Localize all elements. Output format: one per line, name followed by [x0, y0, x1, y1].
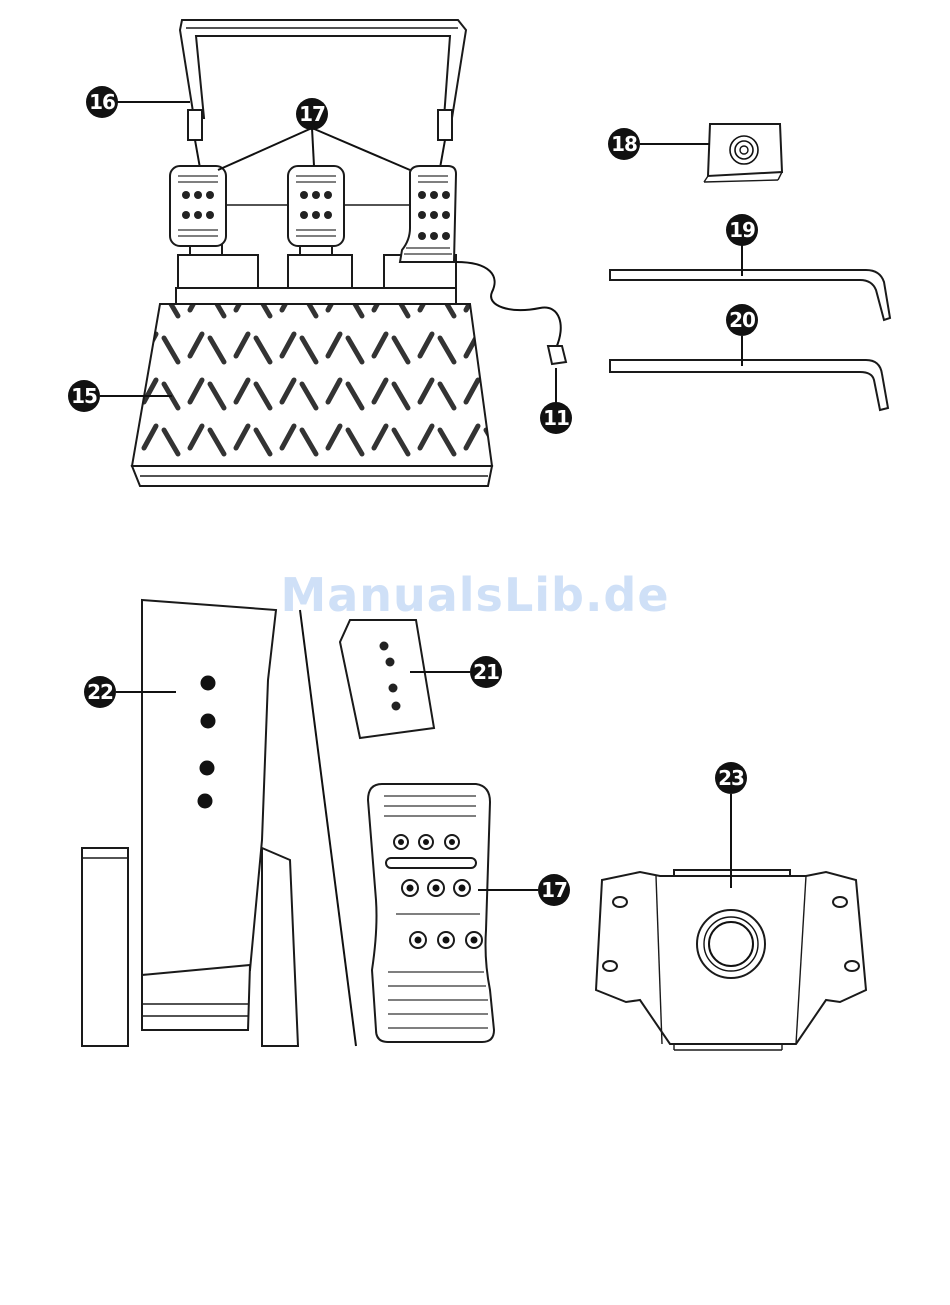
- pedal-arm-base: [142, 965, 250, 1030]
- threaded-nut-18: [708, 124, 782, 176]
- frame-clamp-left: [188, 110, 202, 140]
- base-top-edge: [176, 288, 456, 304]
- callout-23: 23: [715, 762, 747, 794]
- callout-15-label: 15: [71, 384, 97, 408]
- pedal-pad-17: [368, 784, 494, 1042]
- callout-11-label: 11: [543, 406, 569, 430]
- arm-hole-3: [200, 761, 215, 776]
- pedal-pad-left: [170, 166, 226, 246]
- callout-23-label: 23: [718, 766, 744, 790]
- arm-hole-1: [201, 676, 216, 691]
- arm-bracket-right: [262, 848, 298, 1046]
- callout-20: 20: [726, 304, 758, 336]
- base-plate-15: [132, 304, 492, 466]
- callout-17-top-label: 17: [299, 102, 325, 126]
- cable-connector-11: [548, 346, 566, 364]
- callout-22: 22: [84, 676, 116, 708]
- callout-15: 15: [68, 380, 100, 412]
- callout-18: 18: [608, 128, 640, 160]
- pedal-set-assembly: [132, 20, 566, 486]
- callout-20-label: 20: [729, 308, 755, 332]
- callout-17-top: 17: [296, 98, 328, 130]
- pedal-arm-detail: [82, 600, 356, 1046]
- callout-18-label: 18: [611, 132, 637, 156]
- accessories-top: [610, 124, 890, 410]
- arm-bracket-left: [82, 848, 128, 1046]
- callout-21-label: 21: [473, 660, 499, 684]
- callout-16: 16: [86, 86, 118, 118]
- callout-22-label: 22: [87, 680, 113, 704]
- mounting-bracket-23: [596, 870, 866, 1050]
- callout-19-label: 19: [729, 218, 755, 242]
- callout-19: 19: [726, 214, 758, 246]
- arm-hole-2: [201, 714, 216, 729]
- pedal-pad-right: [400, 166, 456, 262]
- callout-21: 21: [470, 656, 502, 688]
- spacer-block-21: [340, 620, 434, 738]
- callout-17-bottom: 17: [538, 874, 570, 906]
- pedal-arm-22: [142, 600, 276, 975]
- callout-17-bottom-label: 17: [541, 878, 567, 902]
- callout-16-label: 16: [89, 90, 115, 114]
- allen-key-20: [610, 360, 888, 410]
- frame-clamp-right: [438, 110, 452, 140]
- arm-hole-4: [198, 794, 213, 809]
- pedal-pad-middle: [288, 166, 344, 246]
- callout-11: 11: [540, 402, 572, 434]
